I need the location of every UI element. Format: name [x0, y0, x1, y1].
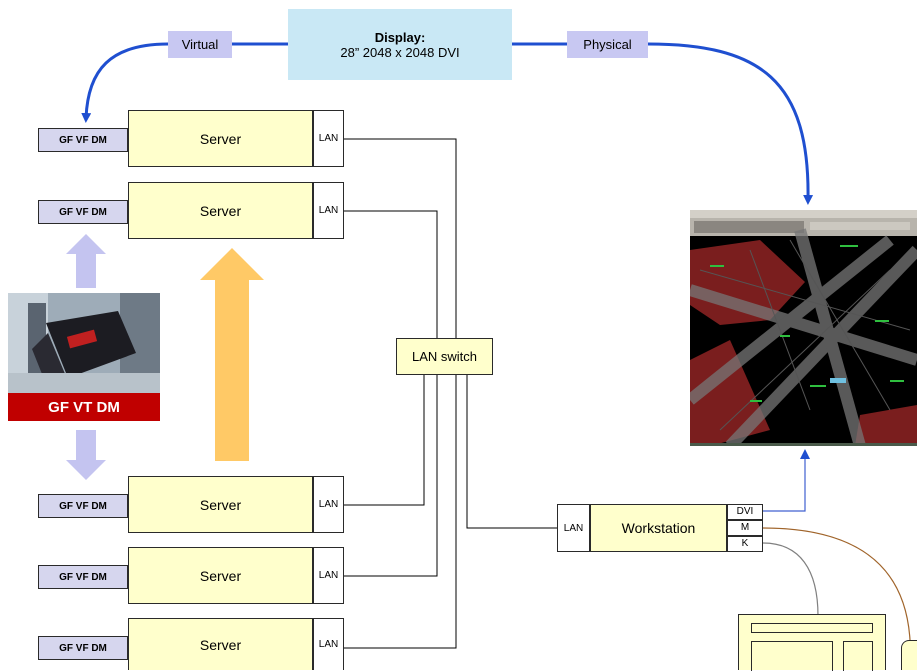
keyboard-cable: [762, 542, 819, 617]
server-box: Server: [128, 110, 313, 167]
keyboard-key-row: [751, 623, 873, 633]
mouse-cable: [762, 527, 911, 641]
display-box: Display: 28” 2048 x 2048 DVI: [288, 9, 512, 80]
virtual-label: Virtual: [168, 31, 232, 58]
server-box: Server: [128, 182, 313, 239]
keyboard-icon: [738, 614, 886, 671]
radar-map-graphic: [690, 210, 917, 443]
dvi-port: DVI: [727, 504, 763, 520]
server-box: Server: [128, 476, 313, 533]
orange-up-arrow: [200, 248, 264, 461]
radar-display-screenshot: [690, 210, 917, 446]
server-lan-port: LAN: [313, 182, 344, 239]
keyboard-numpad: [843, 641, 873, 671]
mouse-port: M: [727, 520, 763, 536]
gf-vt-dm-banner: GF VT DM: [8, 393, 160, 421]
keyboard-main-keys: [751, 641, 833, 671]
dm-badge: GF VF DM: [38, 200, 128, 224]
dongle-illustration: [8, 293, 160, 393]
dm-badge: GF VF DM: [38, 565, 128, 589]
keyboard-port: K: [727, 536, 763, 552]
virtual-curve: [81, 42, 169, 123]
lan-switch: LAN switch: [396, 338, 493, 375]
server-lan-port: LAN: [313, 618, 344, 670]
mouse-icon: [901, 640, 917, 670]
dm-badge: GF VF DM: [38, 128, 128, 152]
physical-curve: [647, 42, 814, 205]
server-lan-port: LAN: [313, 547, 344, 604]
dvi-connector: [763, 449, 810, 512]
server-lan-port: LAN: [313, 476, 344, 533]
server-box: Server: [128, 618, 313, 670]
display-title: Display:: [374, 29, 426, 45]
server-lan-port: LAN: [313, 110, 344, 167]
lavender-up-arrow: [66, 234, 106, 288]
dm-badge: GF VF DM: [38, 494, 128, 518]
physical-label: Physical: [567, 31, 648, 58]
lan-wiring: [344, 138, 557, 649]
dm-badge: GF VF DM: [38, 636, 128, 660]
hardware-photo: [8, 293, 160, 393]
lavender-down-arrow: [66, 430, 106, 480]
workstation-lan-port: LAN: [557, 504, 590, 552]
workstation-box: Workstation: [590, 504, 727, 552]
display-spec: 28” 2048 x 2048 DVI: [340, 44, 460, 60]
server-box: Server: [128, 547, 313, 604]
